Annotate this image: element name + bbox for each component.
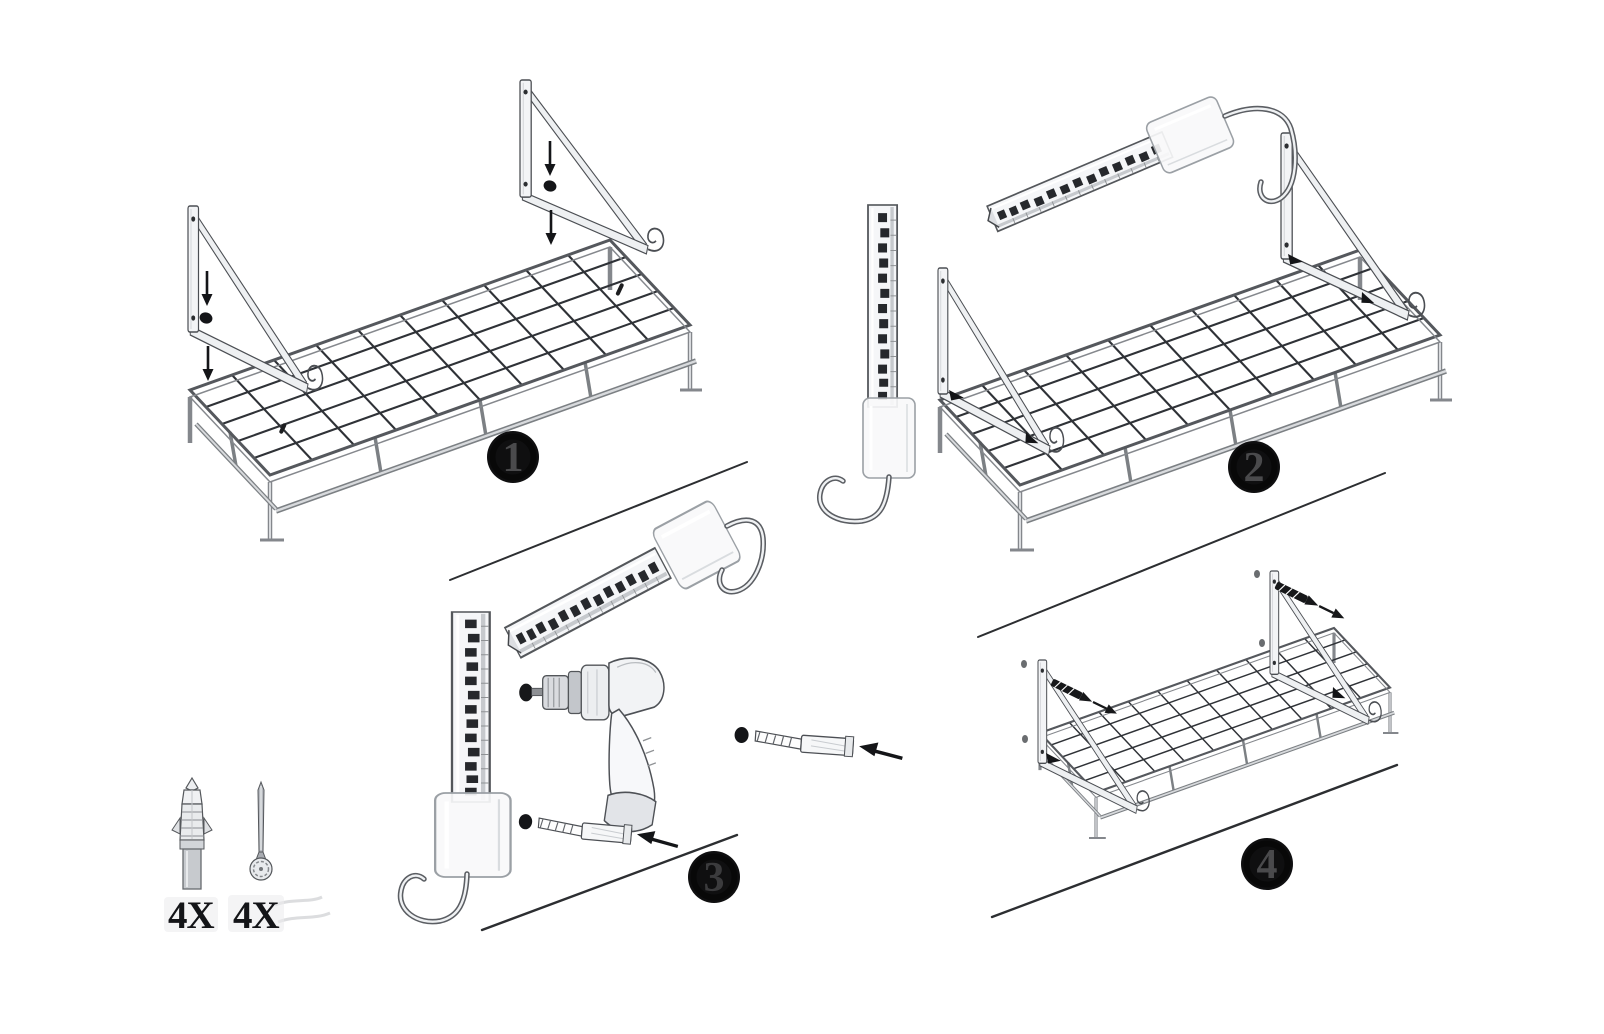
screw-head-mark [543, 180, 557, 192]
screw-head-mark [199, 312, 213, 324]
separator-line [480, 833, 739, 932]
hanging-rail-assembly [985, 93, 1238, 233]
step-1-number: 1 [503, 435, 524, 481]
down-arrow-icon [543, 139, 557, 178]
anchor-quantity-label: 4X [168, 894, 215, 937]
wall-anchor-with-screw [516, 811, 682, 851]
down-arrow-icon [200, 269, 214, 308]
drill-hole-mark [1259, 639, 1265, 647]
screw-quantity-label: 4X [233, 894, 280, 937]
step-1-badge: 1 [487, 431, 539, 483]
step3-panel: 3 [397, 461, 906, 932]
step2-panel: 2 [937, 93, 1452, 550]
j-hook-icon [1222, 105, 1298, 205]
step-2-badge: 2 [1228, 441, 1280, 493]
step-2-number: 2 [1244, 445, 1265, 491]
wall-anchor-with-screw [731, 724, 906, 763]
screw-icon [249, 780, 273, 881]
separator-line [977, 472, 1386, 638]
perforated-rail [452, 612, 490, 802]
drill-hole-mark [1022, 735, 1028, 743]
attach-point-mark [615, 283, 624, 296]
rail-channel-end [987, 207, 1000, 229]
hanging-rail-assembly-diagonal [503, 497, 745, 660]
step4-panel: 4 [977, 472, 1401, 919]
separator-line [449, 461, 748, 581]
step-3-number: 3 [704, 855, 725, 901]
loose-hanging-rail [817, 203, 917, 525]
wall-bracket-right [1280, 132, 1426, 321]
drill-hole-mark [1254, 570, 1260, 578]
perforated-rail [503, 546, 673, 660]
wall-screw-arrow [1272, 579, 1348, 625]
label-backplate [228, 895, 284, 932]
sleeve [861, 396, 917, 480]
cordless-screwdriver [519, 657, 665, 833]
drill-bit-tip [519, 683, 534, 702]
wire-grid-shelf [190, 240, 702, 540]
rail-channel-end [507, 629, 522, 654]
wire-grid-shelf [1038, 626, 1401, 840]
drill-hole-mark [1021, 660, 1027, 668]
sleeve [435, 793, 510, 877]
down-arrow-icon [544, 208, 558, 247]
perforated-rail [985, 130, 1175, 233]
hardware-legend: 4X 4X [164, 776, 331, 937]
down-arrow-icon [201, 344, 215, 383]
label-backplate [164, 897, 218, 932]
wall-anchor-icon [171, 776, 213, 890]
perforated-rail [866, 203, 899, 409]
attach-point-mark [279, 423, 287, 434]
hanging-rail-assembly-vertical [452, 612, 490, 802]
step1-panel: 1 [187, 79, 702, 540]
step-4-badge: 4 [1241, 838, 1293, 890]
separator-line [990, 763, 1399, 919]
drill-chuck [542, 674, 570, 711]
step-3-badge: 3 [688, 851, 740, 903]
wall-bracket-right [519, 79, 665, 255]
j-hook-icon [397, 871, 470, 925]
step-4-number: 4 [1257, 842, 1278, 888]
j-hook-icon [716, 517, 766, 595]
j-hook-icon [817, 474, 892, 525]
